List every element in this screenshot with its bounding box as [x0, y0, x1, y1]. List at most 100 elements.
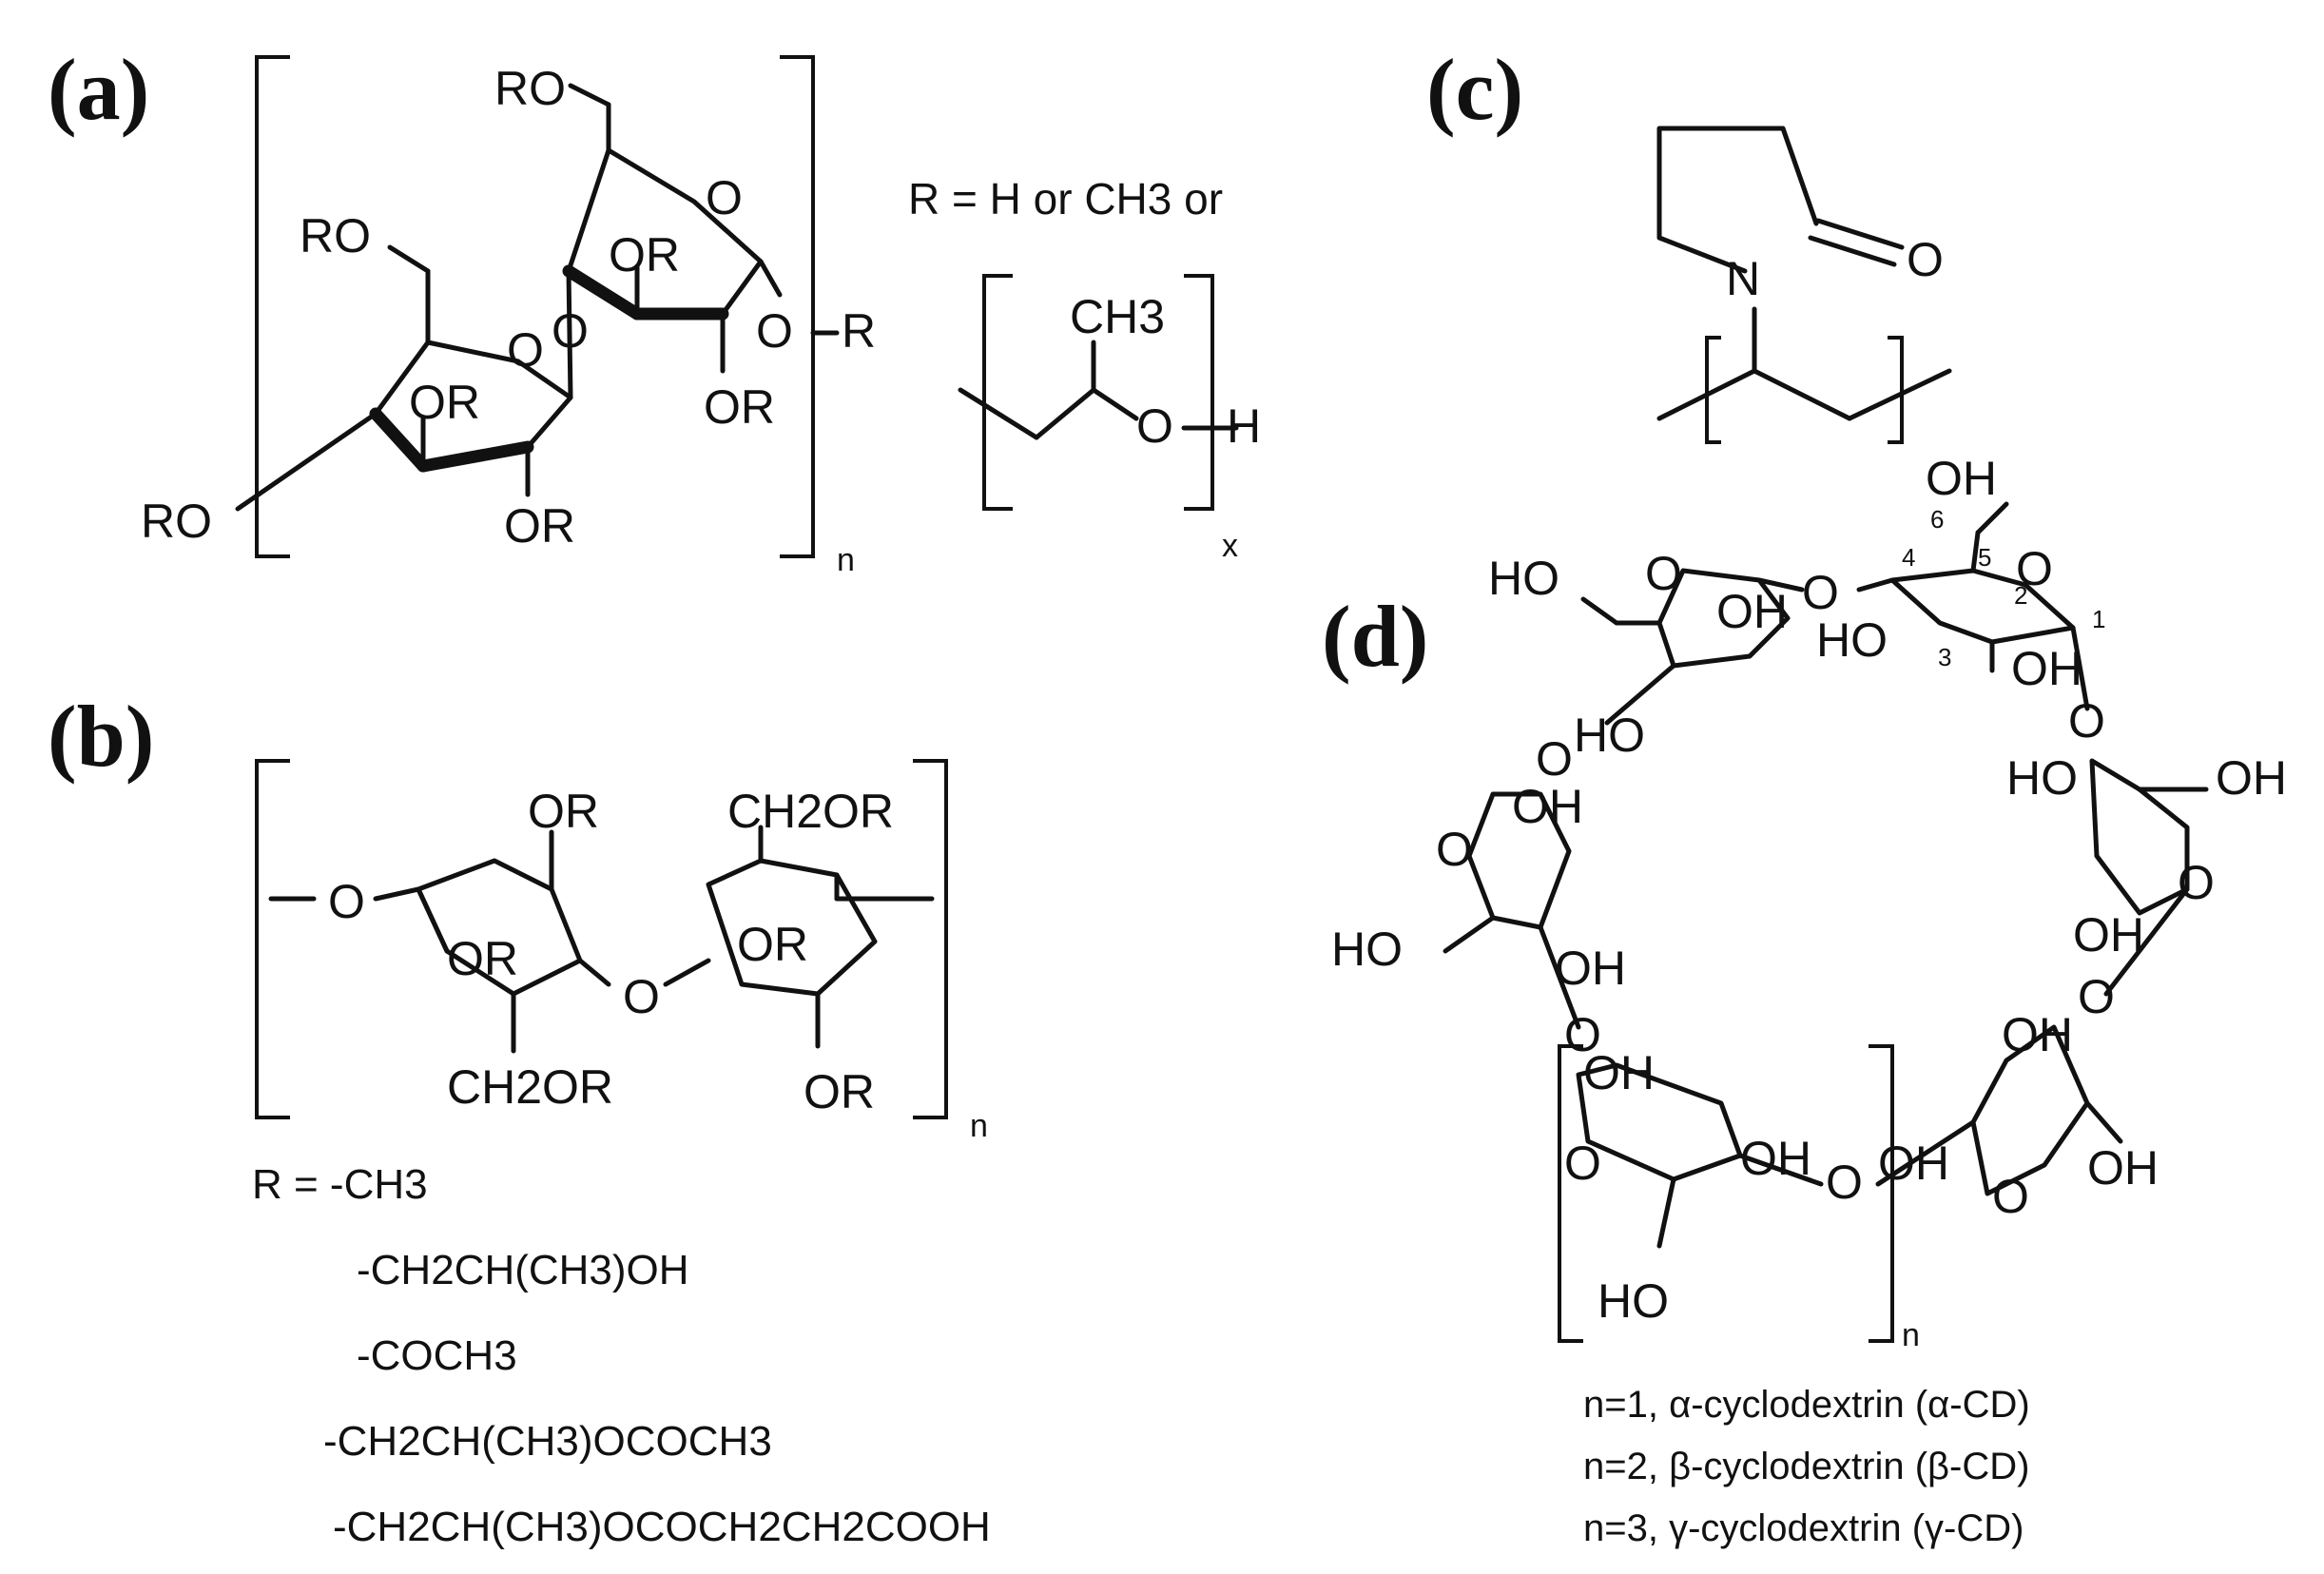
- legend-line: n=1, α-cyclodextrin (α-CD): [1583, 1384, 2030, 1426]
- panel-a-structure: RO RO RO OR OR OR OR O O O O R n R = H o…: [141, 55, 1261, 578]
- bond: [758, 259, 783, 298]
- atom-ch3: CH3: [1070, 290, 1165, 343]
- atom-d-ho-tl: HO: [1488, 552, 1559, 605]
- atom-d-o-top-link: O: [1802, 566, 1839, 619]
- atom-d-o-tr-ring: O: [2016, 542, 2053, 595]
- r-definition-a: R = H or CH3 or: [908, 174, 1223, 223]
- atom-d-oh-br: OH: [2087, 1141, 2159, 1195]
- panel-b-label: (b): [48, 688, 154, 785]
- atom-d-oh-top: OH: [1926, 452, 1997, 505]
- bond: [1847, 368, 1952, 421]
- bond: [373, 886, 421, 902]
- bracket-left-b: [255, 759, 290, 1119]
- atom-d-o-right-ring: O: [2178, 856, 2215, 909]
- atom-d-ho-left: HO: [1331, 923, 1403, 976]
- bond: [1091, 387, 1139, 421]
- bond: [1604, 663, 1676, 726]
- atom-or-bottom: OR: [504, 499, 575, 553]
- bracket-c-left: [1705, 336, 1721, 444]
- bond: [2084, 1100, 2123, 1144]
- panel-c-structure: N O: [1656, 126, 1952, 444]
- atom-d-oh-ul: OH: [1512, 780, 1583, 833]
- panel-a-label: (a): [48, 41, 149, 138]
- carbonyl-bond: [1808, 235, 1897, 267]
- bond: [1856, 577, 1895, 593]
- atom-d-o-lower-l-link: O: [1564, 1008, 1601, 1061]
- bond: [566, 268, 573, 400]
- atom-o-ring2: O: [507, 323, 544, 377]
- atom-b-or-ring-r: OR: [737, 918, 808, 971]
- atom-d-oh-right: OH: [2216, 751, 2287, 805]
- bracket-left: [255, 55, 290, 558]
- bracket-c-right: [1888, 336, 1904, 444]
- atom-d-o-right-link: O: [2068, 694, 2105, 748]
- bracket-right-b: [913, 759, 948, 1119]
- atom-d-oh-br-top: OH: [2002, 1008, 2073, 1061]
- carbon-number: 6: [1930, 505, 1944, 534]
- r-list-item: -CH2CH(CH3)OCOCH3: [323, 1418, 772, 1465]
- bond: [416, 886, 450, 954]
- pyrrolidone-ring: [1656, 126, 1819, 274]
- bracket-d-left: [1558, 1044, 1583, 1343]
- atom-d-ho-right: HO: [2006, 751, 2078, 805]
- panel-b-structure: OR CH2OR O OR OR O CH2OR OR n R = -CH3 -…: [252, 759, 991, 1550]
- atom-or-ring2: OR: [609, 228, 680, 282]
- panel-c-label: (c): [1426, 41, 1523, 138]
- bracket-d-right: [1869, 1044, 1894, 1343]
- bond: [235, 411, 378, 512]
- bond: [387, 244, 431, 274]
- atom-d-oh-tl: OH: [1716, 585, 1788, 638]
- subscript-n-d: n: [1902, 1317, 1920, 1353]
- atom-ro-top: RO: [494, 62, 566, 115]
- atom-b-or-bottom: OR: [804, 1065, 875, 1118]
- atom-d-oh-br-mid: OH: [1878, 1137, 1949, 1190]
- ring-right-bold-edge: [562, 264, 644, 321]
- bond: [1970, 530, 1981, 573]
- atom-d-oh-r2: OH: [2073, 908, 2144, 962]
- panel-d-structure: OH HO O OH O HO O OH HO O OH O HO OH O H…: [1331, 452, 2287, 1549]
- bond: [1737, 1153, 1824, 1187]
- atom-d-oh-tr: OH: [2011, 642, 2082, 695]
- subscript-n-b: n: [970, 1108, 988, 1144]
- carbon-number: 3: [1938, 643, 1951, 671]
- legend-line: n=2, β-cyclodextrin (β-CD): [1583, 1446, 2029, 1487]
- atom-d-oh-bl-top: OH: [1583, 1046, 1655, 1099]
- atom-d-ho-top: HO: [1816, 613, 1888, 667]
- subscript-x: x: [1222, 528, 1238, 564]
- bond: [663, 958, 711, 987]
- carbon-number: 4: [1902, 543, 1915, 572]
- atom-o-r: O: [756, 304, 793, 358]
- r-list-item: -CH2CH(CH3)OH: [357, 1247, 689, 1293]
- carbon-number: 5: [1978, 543, 1991, 572]
- bond: [958, 387, 1039, 440]
- atom-ro-left: RO: [300, 209, 371, 262]
- atom-d-oh-left: OH: [1555, 942, 1626, 995]
- atom-b-o-link: O: [623, 970, 660, 1023]
- bond: [1538, 924, 1581, 1030]
- atom-b-or-ring-l: OR: [447, 932, 518, 985]
- r-list-item: -CH2CH(CH3)OCOCH2CH2COOH: [333, 1504, 991, 1550]
- atom-d-ho-bottom: HO: [1598, 1274, 1669, 1328]
- atom-b-or-top: OR: [528, 785, 599, 838]
- bond: [2070, 625, 2090, 711]
- cd-ring: [2089, 758, 2190, 916]
- atom-ro-far: RO: [141, 495, 212, 548]
- panel-d-label: (d): [1322, 588, 1428, 685]
- atom-or-right: OR: [704, 380, 775, 434]
- atom-c-o: O: [1907, 233, 1944, 286]
- carbon-number: 1: [2092, 605, 2105, 633]
- atom-c-n: N: [1726, 252, 1760, 305]
- atom-d-o-bottom-link: O: [1826, 1156, 1863, 1209]
- bond: [1580, 596, 1619, 626]
- legend-line: n=3, γ-cyclodextrin (γ-CD): [1583, 1507, 2024, 1549]
- atom-b-ch2or-bottom: CH2OR: [447, 1060, 613, 1114]
- subscript-n-a: n: [837, 542, 855, 578]
- atom-r-end: R: [842, 304, 876, 358]
- bond: [1756, 577, 1805, 593]
- atom-o-link: O: [552, 304, 589, 358]
- atom-d-o-ul-link: O: [1536, 732, 1573, 786]
- bond: [568, 83, 611, 107]
- atom-d-o-left-ring: O: [1436, 823, 1473, 876]
